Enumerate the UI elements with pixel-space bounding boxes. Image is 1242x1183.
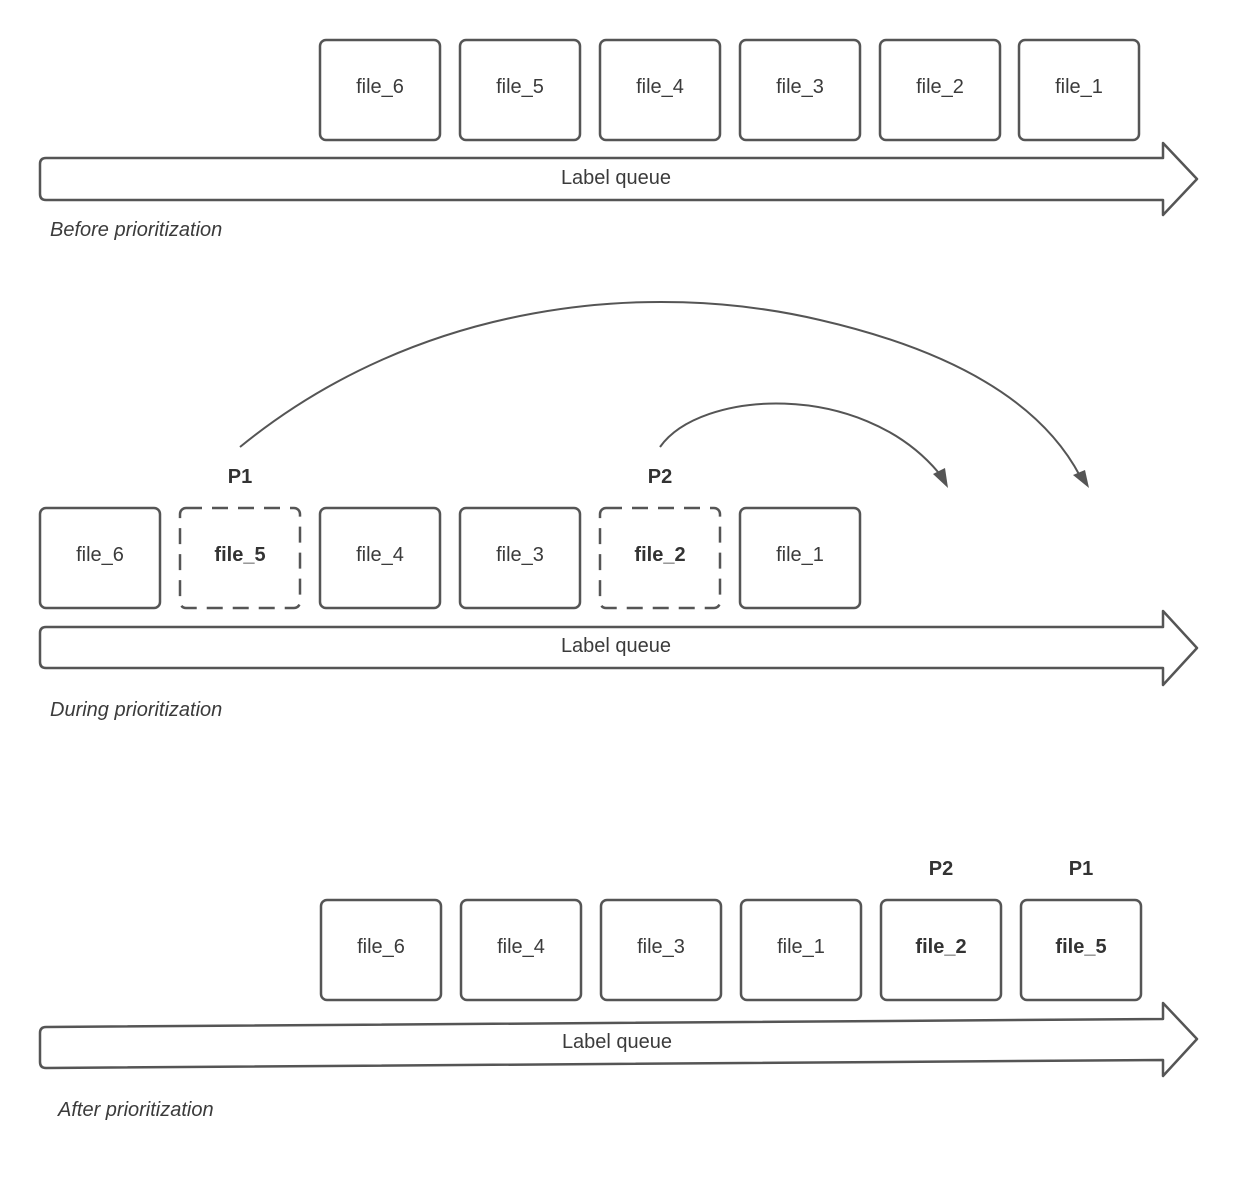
p2-move-arrow [659, 402, 939, 473]
after-section: P2 P1 file_6 file_4 file_3 file_1 file_2… [38, 858, 1199, 1121]
before-box-5: file_2 [878, 38, 1002, 142]
during-caption: During prioritization [50, 699, 222, 721]
during-box-2-label: file_5 [214, 544, 265, 566]
after-box-3-label: file_3 [637, 936, 685, 958]
before-caption: Before prioritization [50, 219, 222, 241]
during-box-4: file_3 [458, 506, 582, 610]
after-box-1: file_6 [319, 898, 443, 1002]
during-p1-label: P1 [228, 466, 252, 488]
during-box-2: file_5 [178, 506, 302, 610]
after-box-3: file_3 [599, 898, 723, 1002]
during-box-6: file_1 [738, 506, 862, 610]
before-box-1: file_6 [318, 38, 442, 142]
before-box-3: file_4 [598, 38, 722, 142]
during-box-4-label: file_3 [496, 544, 544, 566]
before-box-3-label: file_4 [636, 76, 684, 98]
during-box-5: file_2 [598, 506, 722, 610]
before-box-2-label: file_5 [496, 76, 544, 98]
before-queue-arrow [38, 141, 1199, 217]
during-p2-label: P2 [648, 466, 672, 488]
during-queue-arrow [38, 609, 1199, 687]
during-box-3: file_4 [318, 506, 442, 610]
after-box-6: file_5 [1019, 898, 1143, 1002]
before-box-6: file_1 [1017, 38, 1141, 142]
before-box-1-label: file_6 [356, 76, 404, 98]
during-box-5-label: file_2 [634, 544, 685, 566]
after-p1-label: P1 [1069, 858, 1093, 880]
before-queue-label: Label queue [561, 167, 671, 189]
after-box-2: file_4 [459, 898, 583, 1002]
after-box-5-label: file_2 [915, 936, 966, 958]
after-box-4-label: file_1 [777, 936, 825, 958]
p1-arrowhead [1073, 470, 1089, 488]
after-box-5: file_2 [879, 898, 1003, 1002]
after-queue-label: Label queue [562, 1031, 672, 1053]
p1-move-arrow [239, 301, 1081, 477]
after-box-4: file_1 [739, 898, 863, 1002]
during-section: P1 P2 file_6 file_5 file_4 file_3 file_2… [38, 301, 1199, 721]
p2-arrowhead [933, 468, 948, 488]
after-p2-label: P2 [929, 858, 953, 880]
during-box-6-label: file_1 [776, 544, 824, 566]
during-box-3-label: file_4 [356, 544, 404, 566]
before-section: file_6 file_5 file_4 file_3 file_2 file_… [38, 38, 1199, 241]
before-box-4-label: file_3 [776, 76, 824, 98]
after-caption: After prioritization [57, 1099, 214, 1121]
before-box-6-label: file_1 [1055, 76, 1103, 98]
after-box-6-label: file_5 [1055, 936, 1106, 958]
during-box-1-label: file_6 [76, 544, 124, 566]
during-box-1: file_6 [38, 506, 162, 610]
during-queue-label: Label queue [561, 635, 671, 657]
before-box-2: file_5 [458, 38, 582, 142]
before-box-4: file_3 [738, 38, 862, 142]
after-queue-arrow [38, 1001, 1199, 1078]
after-box-2-label: file_4 [497, 936, 545, 958]
after-box-1-label: file_6 [357, 936, 405, 958]
before-box-5-label: file_2 [916, 76, 964, 98]
